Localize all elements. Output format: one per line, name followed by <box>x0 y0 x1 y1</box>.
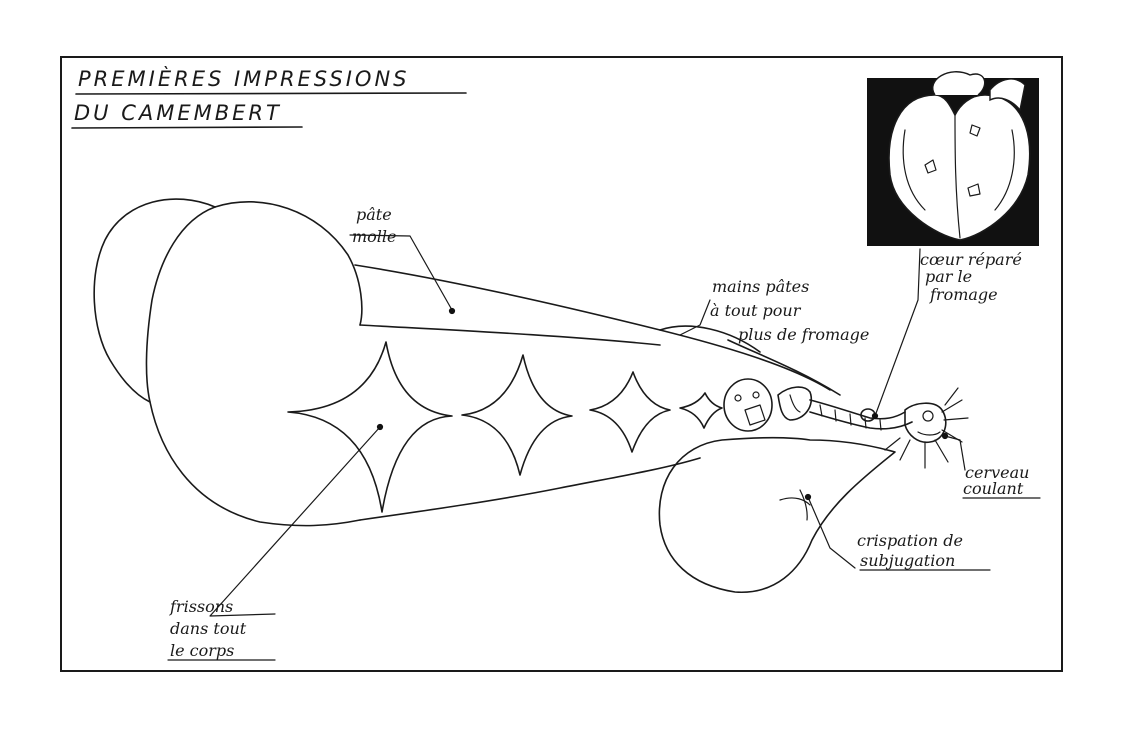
star-4 <box>679 392 723 429</box>
label-cerveau: cerveau coulant <box>962 463 1041 499</box>
head-organs <box>723 378 969 469</box>
star-1 <box>287 341 453 513</box>
label-frissons-line-2: dans tout <box>170 619 247 638</box>
label-pate-molle: pâte molle <box>352 205 397 246</box>
label-crispation-line-1: crispation de <box>857 531 963 550</box>
title-line-2: DU CAMEMBERT <box>74 101 282 125</box>
label-cerveau-line-2: coulant <box>963 479 1024 498</box>
drawing-frame <box>60 56 1063 672</box>
shiver-stars <box>287 341 723 513</box>
body-figure <box>93 198 841 527</box>
label-coeur-line-2: par le <box>925 267 972 286</box>
label-frissons-line-3: le corps <box>170 641 234 660</box>
label-coeur: cœur réparé par le fromage <box>920 250 1022 304</box>
label-coeur-line-1: cœur réparé <box>920 250 1022 269</box>
label-pate-molle-line-2: molle <box>352 227 397 246</box>
label-cerveau-line-1: cerveau <box>965 463 1029 482</box>
label-pate-molle-line-1: pâte <box>356 205 392 224</box>
leader-lines <box>209 234 966 617</box>
label-mains-pates-line-1: mains pâtes <box>712 277 809 296</box>
label-frissons-line-1: frissons <box>169 597 233 616</box>
label-crispation: crispation de subjugation <box>857 531 991 571</box>
label-mains-pates-line-2: à tout pour <box>710 301 802 320</box>
label-mains-pates: mains pâtes à tout pour plus de fromage <box>710 277 869 344</box>
label-mains-pates-line-3: plus de fromage <box>738 325 869 344</box>
label-crispation-line-2: subjugation <box>860 551 955 570</box>
star-3 <box>589 371 671 453</box>
label-frissons: frissons dans tout le corps <box>167 597 276 661</box>
heart-inset <box>867 71 1039 246</box>
label-coeur-line-3: fromage <box>929 285 998 304</box>
star-2 <box>461 354 573 476</box>
belly-blob <box>658 436 896 593</box>
title-line-1: PREMIÈRES IMPRESSIONS <box>78 66 409 91</box>
title: PREMIÈRES IMPRESSIONS DU CAMEMBERT <box>71 66 467 129</box>
